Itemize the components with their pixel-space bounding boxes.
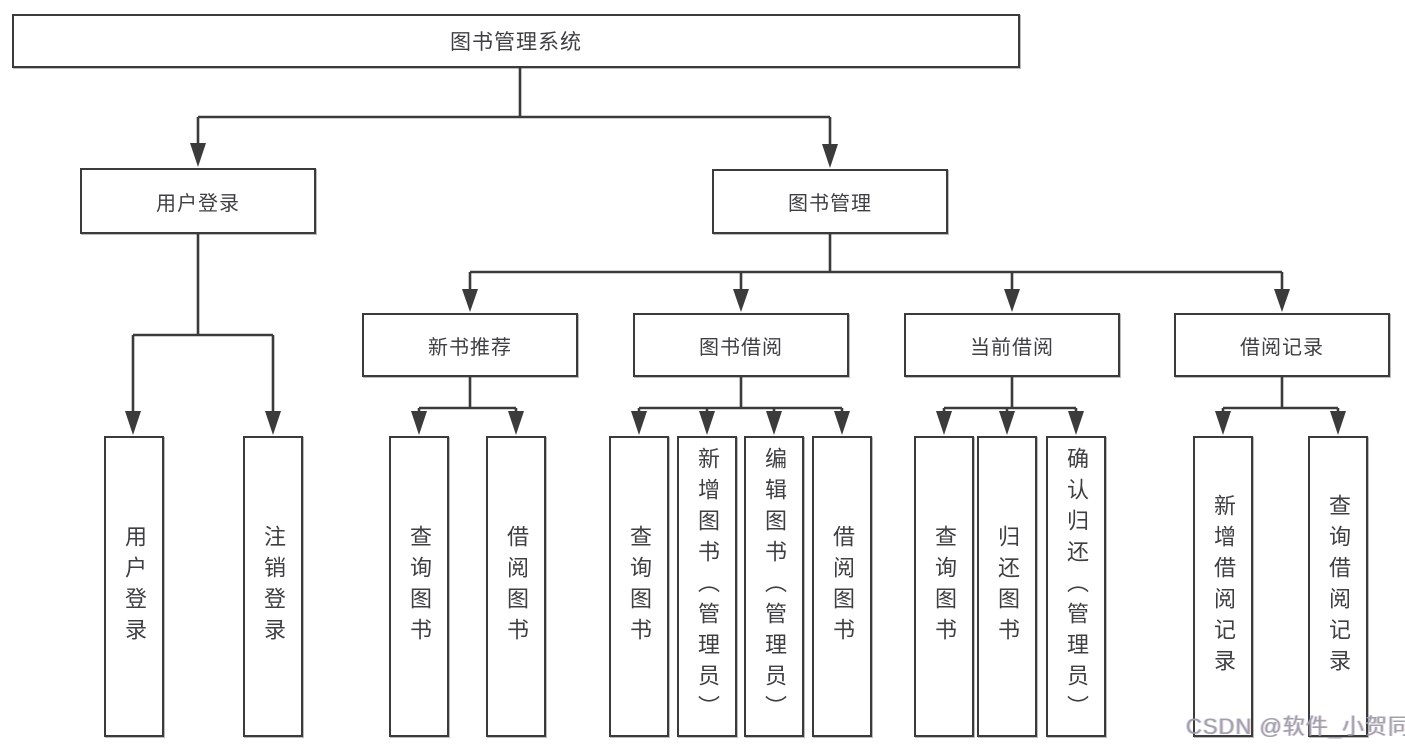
leaf-label: 借阅图书 <box>504 524 529 649</box>
node-current-borrowing: 当前借阅 <box>904 313 1120 377</box>
leaf-query-borrow-record: 查询借阅记录 <box>1308 436 1368 737</box>
leaf-label: 归还图书 <box>995 524 1020 649</box>
node-new-book-recommendation: 新书推荐 <box>362 313 578 377</box>
leaf-add-borrow-record: 新增借阅记录 <box>1193 436 1253 737</box>
leaf-borrow-books-1: 借阅图书 <box>486 436 546 737</box>
node-book-borrowing: 图书借阅 <box>633 313 849 377</box>
leaf-label: 查询图书 <box>407 524 432 649</box>
node-user-login: 用户登录 <box>80 168 316 234</box>
node-borrowing-records: 借阅记录 <box>1174 313 1390 377</box>
leaf-label: 查询借阅记录 <box>1326 493 1351 680</box>
leaf-query-books-2: 查询图书 <box>609 436 669 737</box>
leaf-label: 查询图书 <box>627 524 652 649</box>
leaf-confirm-return-admin: 确认归还（管理员） <box>1046 436 1106 737</box>
node-book-management: 图书管理 <box>712 169 948 234</box>
node-book-management-system: 图书管理系统 <box>12 14 1020 68</box>
leaf-label: 注销登录 <box>261 524 286 649</box>
leaf-query-books-3: 查询图书 <box>914 436 974 737</box>
leaf-borrow-books-2: 借阅图书 <box>812 436 872 737</box>
leaf-logout: 注销登录 <box>243 436 303 737</box>
leaf-label: 用户登录 <box>122 524 147 649</box>
leaf-label: 借阅图书 <box>830 524 855 649</box>
leaf-label: 新增借阅记录 <box>1211 493 1236 680</box>
leaf-label: 查询图书 <box>932 524 957 649</box>
leaf-return-book: 归还图书 <box>977 436 1037 737</box>
leaf-label: 编辑图书（管理员） <box>762 447 787 726</box>
leaf-user-login: 用户登录 <box>104 436 164 737</box>
leaf-label: 确认归还（管理员） <box>1064 447 1089 726</box>
leaf-query-books-1: 查询图书 <box>389 436 449 737</box>
leaf-label: 新增图书（管理员） <box>695 447 720 726</box>
watermark-text: CSDN @软件_小贺同学 <box>1186 714 1405 739</box>
leaf-add-book-admin: 新增图书（管理员） <box>677 436 737 737</box>
leaf-edit-book-admin: 编辑图书（管理员） <box>744 436 804 737</box>
